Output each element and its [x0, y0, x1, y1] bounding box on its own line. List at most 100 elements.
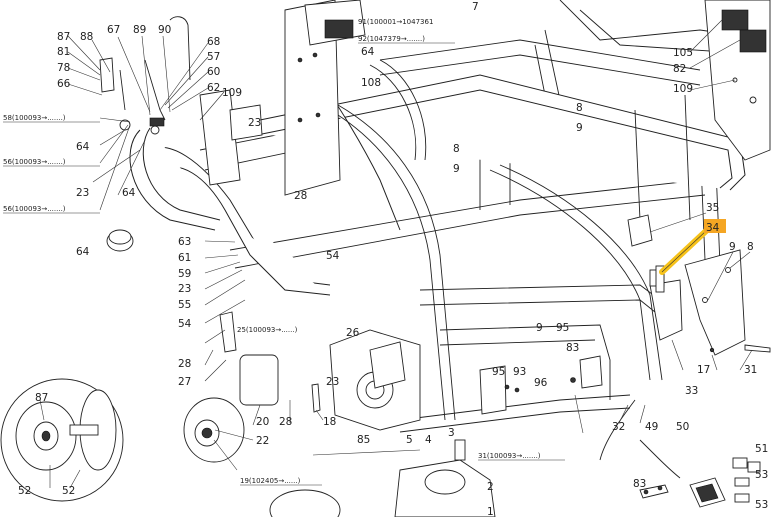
callout-23d: 23: [326, 376, 339, 388]
serial-note-58: 58(100093→.......): [3, 114, 66, 122]
inset-detail: [0, 378, 124, 502]
callout-54: 62: [207, 82, 220, 94]
callout-64: 81: [57, 46, 70, 58]
callout-89: 96: [534, 377, 548, 389]
callout-52: 57: [207, 51, 220, 63]
callout-66: 88: [80, 31, 93, 43]
frame-support-85: [329, 329, 421, 431]
callout-9a: 9: [576, 122, 583, 134]
callout-32: 34: [706, 222, 720, 234]
small-parts-right: [639, 457, 761, 508]
callout-63: 78: [57, 62, 70, 74]
callout-labels: 88 87 81 78 66 67 89 90 68 57 60 62 109 …: [18, 1, 768, 517]
highlighted-fitting-32: [627, 214, 665, 293]
callout-33: 35: [706, 202, 719, 214]
serial-note-56a: 56(100093→.......): [3, 158, 66, 166]
callout-35: 50: [676, 421, 689, 433]
callout-81: 53: [755, 469, 768, 481]
callout-8c: 8: [747, 241, 754, 253]
callout-80: 53: [755, 499, 768, 511]
callout-8b: 8: [453, 143, 460, 155]
callout-20: 52: [62, 485, 75, 497]
callout-8a: 8: [576, 102, 583, 114]
serial-note-25: 25(100093→......): [237, 326, 298, 334]
callout-22: 52: [18, 485, 31, 497]
tubular-frame: [129, 74, 746, 296]
callout-23c: 23: [178, 283, 191, 295]
leader-lines: [39, 19, 753, 489]
highlight-box-32: [704, 219, 726, 233]
callout-95: 108: [361, 77, 381, 89]
callout-93: 105: [673, 47, 693, 59]
bracket-88: [479, 355, 603, 415]
callout-85: 85: [357, 434, 370, 446]
callout-52b: 59: [178, 268, 191, 280]
callout-64c: 83: [566, 342, 579, 354]
callout-7: 7: [472, 1, 479, 13]
callout-15: 17: [697, 364, 710, 376]
callout-23b: 23: [76, 187, 89, 199]
callout-51: 55: [178, 299, 191, 311]
callout-90: 95: [556, 322, 569, 334]
callout-9c: 9: [729, 241, 736, 253]
callout-64b: 82: [673, 63, 686, 75]
callout-9b: 9: [453, 163, 460, 175]
center-plate: [284, 0, 366, 196]
callout-18: 22: [256, 435, 269, 447]
callout-49: 54: [326, 250, 340, 262]
cap-55: [106, 229, 134, 252]
callout-54c: 64: [361, 46, 375, 58]
serial-note-19: 19(102405→......): [240, 477, 301, 485]
callout-68: 90: [158, 24, 171, 36]
callout-88: 95: [492, 366, 505, 378]
callout-60: 66: [57, 78, 71, 90]
callout-95b: 109: [673, 83, 693, 95]
callout-28: 28: [178, 358, 191, 370]
callout-31: 33: [685, 385, 698, 397]
serial-note-31: 31(100093→.......): [478, 452, 541, 460]
left-control-bracket: [99, 16, 263, 186]
callout-4: 4: [425, 434, 432, 446]
callout-62: 68: [207, 36, 220, 48]
callout-28c: 28: [279, 416, 292, 428]
callout-65: 87: [57, 31, 70, 43]
hydraulic-hoses: [329, 59, 691, 479]
callout-26: 26: [346, 327, 360, 339]
callout-87: 93: [513, 366, 526, 378]
callout-5: 5: [406, 434, 413, 446]
right-top-bracket: [704, 0, 771, 161]
callout-30b: 32: [612, 421, 625, 433]
callout-28b: 28: [294, 190, 307, 202]
callout-30a: 31: [744, 364, 757, 376]
callout-2: 2: [487, 481, 494, 493]
callout-9d: 9: [536, 322, 543, 334]
callout-61: 67: [107, 24, 120, 36]
callout-16: 18: [323, 416, 336, 428]
serial-note-91: 91(100001→1047361: [358, 18, 433, 26]
callout-1: 1: [487, 506, 494, 517]
callout-57: 64: [76, 141, 90, 153]
callout-54b: 63: [178, 236, 191, 248]
callout-55: 64: [76, 246, 90, 258]
callout-96: 109: [222, 87, 242, 99]
callout-23: 23: [248, 117, 261, 129]
callout-17: 20: [256, 416, 269, 428]
callout-50: 54: [178, 318, 192, 330]
callout-82: 51: [755, 443, 768, 455]
bracket-plate-right: [649, 249, 771, 356]
callout-53b: 61: [178, 252, 191, 264]
serial-note-56b: 56(100093→.......): [3, 205, 66, 213]
callout-59: 64: [122, 187, 136, 199]
callout-67: 89: [133, 24, 146, 36]
serial-notes: 58(100093→.......) 56(100093→.......) 56…: [3, 18, 565, 486]
serial-note-92: 92(1047379→.......): [358, 35, 425, 43]
brake-parts: [183, 311, 321, 463]
callout-27: 27: [178, 376, 191, 388]
callout-3: 3: [448, 427, 455, 439]
callout-83: 87: [35, 392, 48, 404]
callout-34: 49: [645, 421, 658, 433]
callout-53: 60: [207, 66, 220, 78]
callout-78: 83: [633, 478, 646, 490]
